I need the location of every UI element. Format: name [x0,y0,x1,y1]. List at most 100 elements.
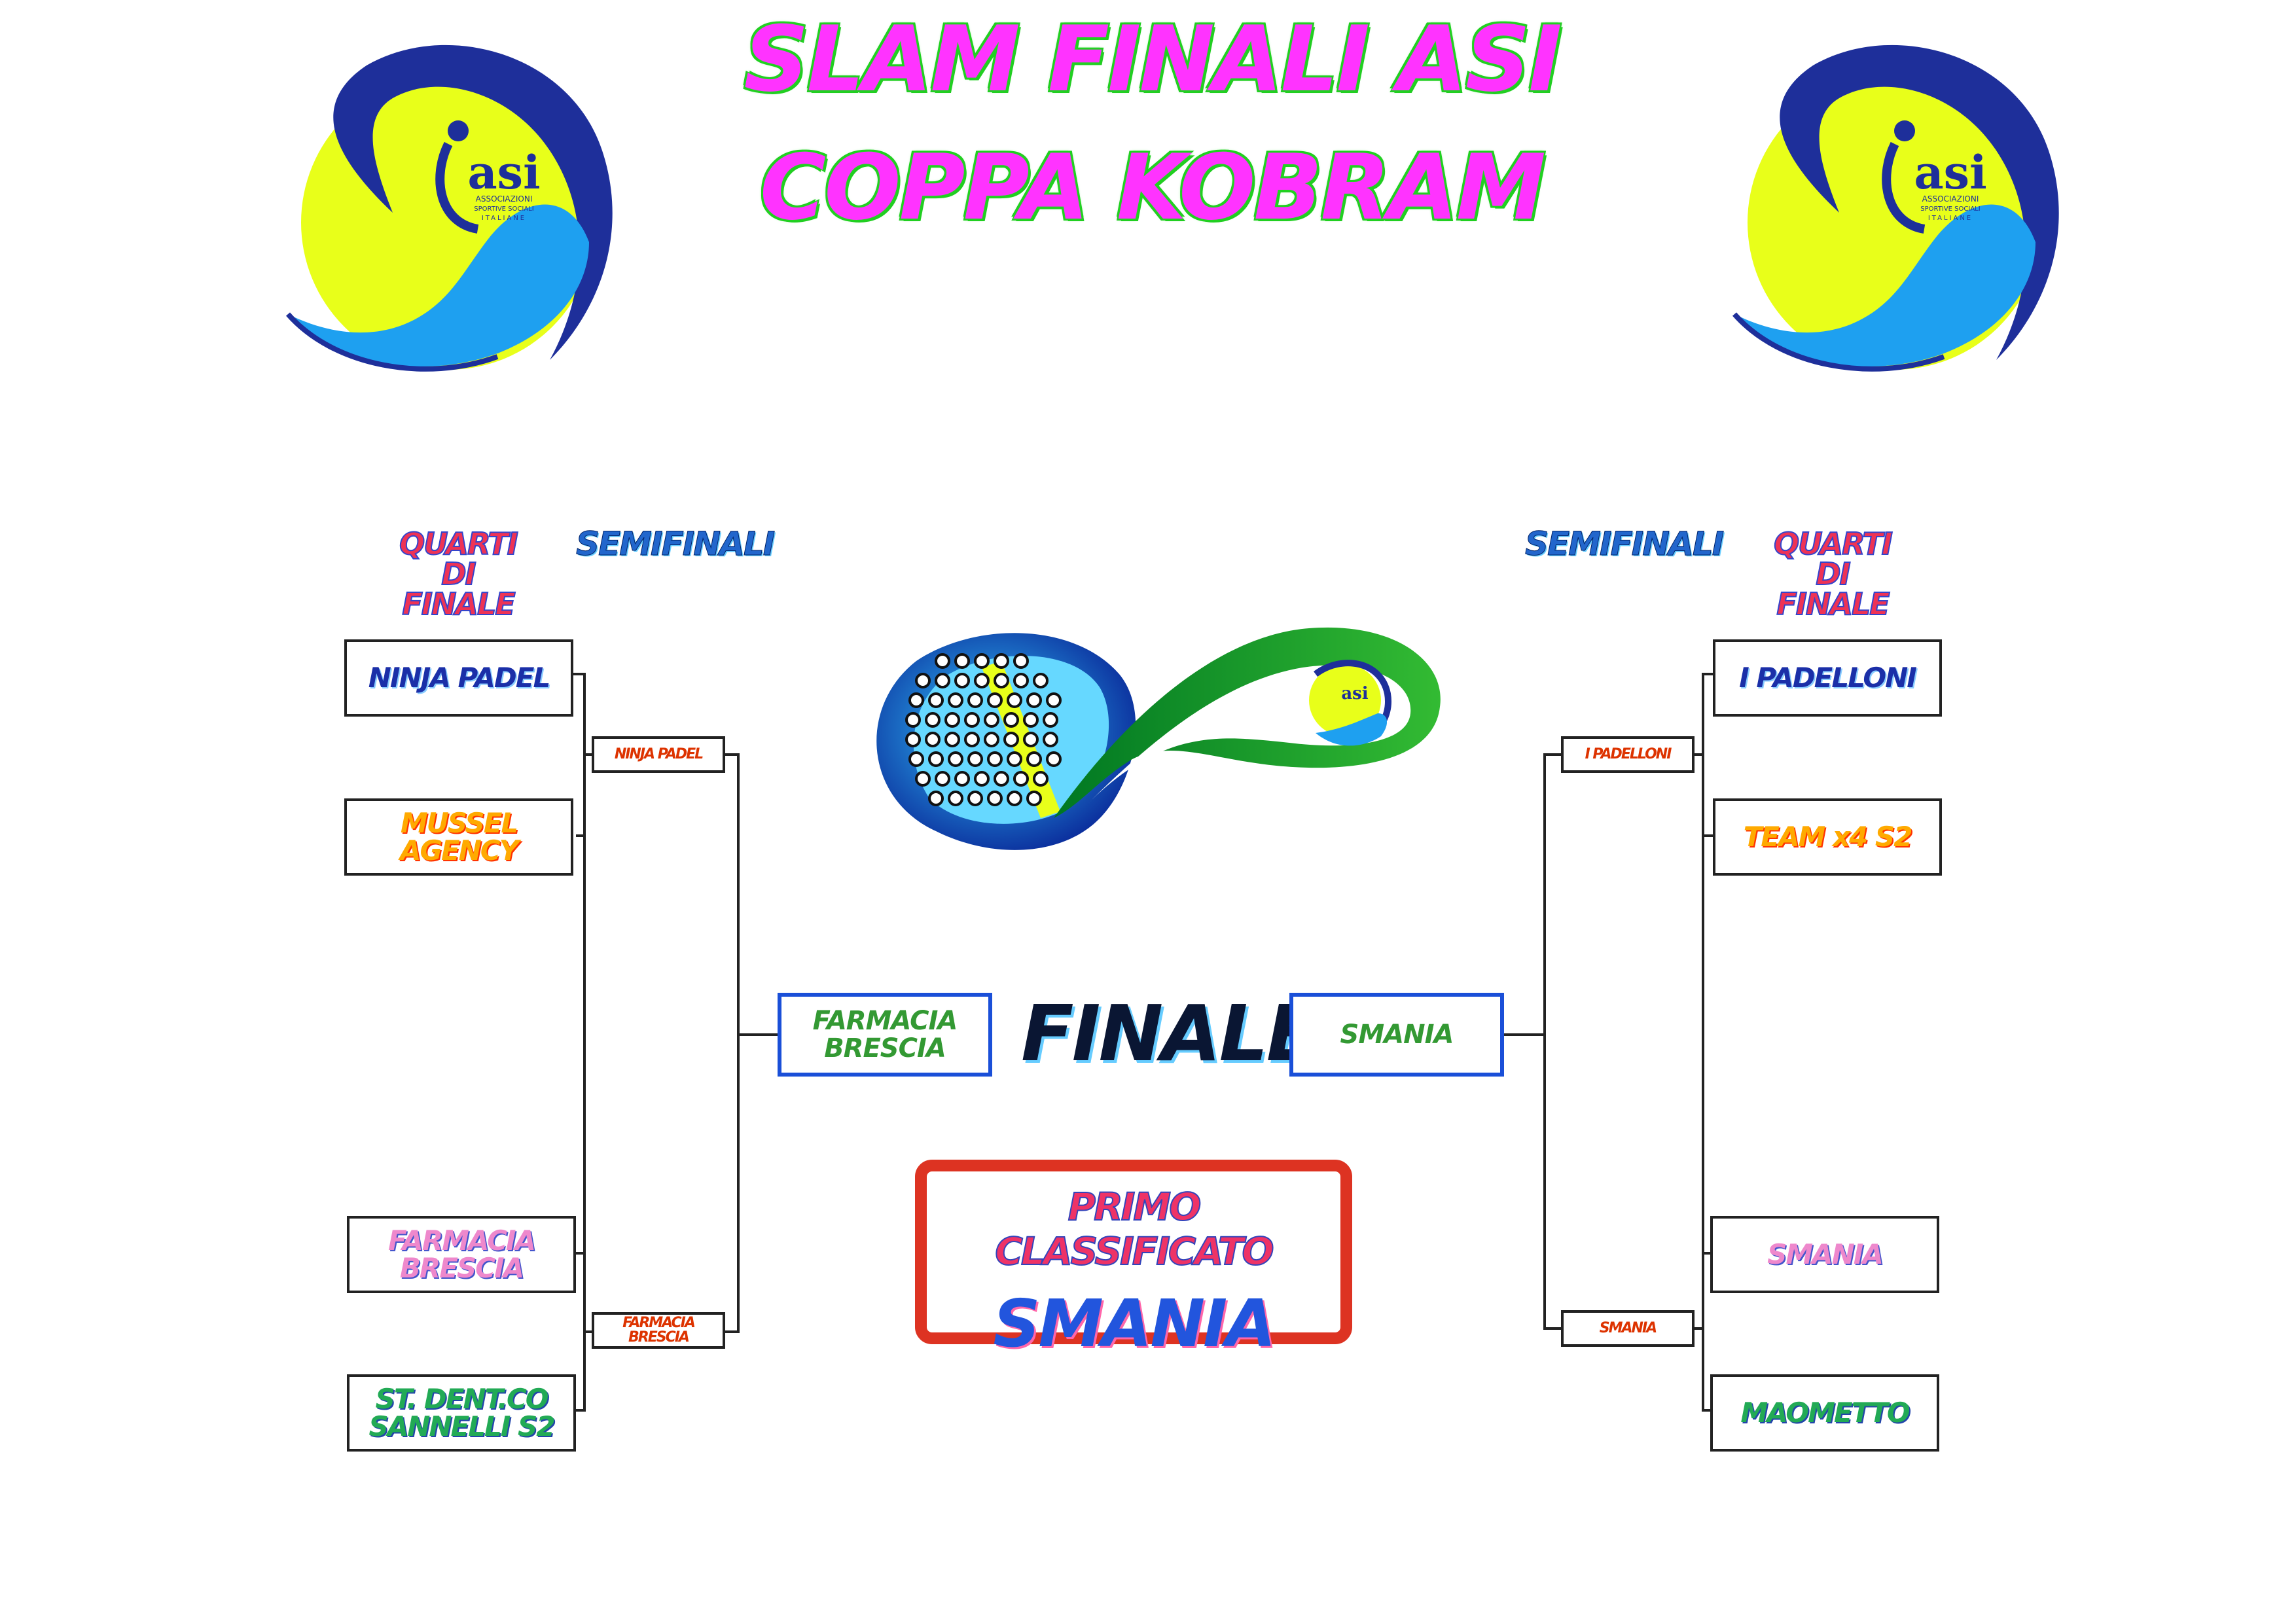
racket-hole [967,692,983,708]
padel-racket-holes [905,653,1062,806]
racket-hole [974,771,990,787]
racket-hole [905,732,921,747]
quarti-heading-right-line2: DI [1815,556,1851,592]
racket-hole [915,673,931,688]
quarti-heading-right-line1: QUARTI [1773,526,1893,562]
right-quarter-3: SMANIA [1710,1216,1939,1293]
padel-logo: asi [876,627,1441,850]
right-semi-1: I PADELLONI [1561,736,1695,773]
racket-hole [1003,712,1019,728]
racket-hole [905,712,921,728]
racket-hole [984,732,999,747]
racket-hole [1007,692,1022,708]
racket-hole [928,692,944,708]
racket-hole [948,692,963,708]
quarti-heading-left-line1: QUARTI [399,526,519,562]
racket-hole [925,712,941,728]
left-semi-1: NINJA PADEL [592,736,725,773]
racket-hole [935,771,950,787]
left-semi-2: FARMACIA BRESCIA [592,1312,725,1349]
quarti-heading-right-line3: FINALE [1776,586,1890,622]
quarti-heading-left-line3: FINALE [401,586,516,622]
racket-hole [935,673,950,688]
racket-hole [954,771,970,787]
left-quarter-1: NINJA PADEL [344,639,573,717]
racket-hole [987,751,1003,767]
racket-hole [928,791,944,806]
left-quarter-2: MUSSEL AGENCY [344,798,573,876]
racket-hole [948,791,963,806]
racket-hole [964,732,980,747]
asi-logo-sub1-right: ASSOCIAZIONI [1922,194,1979,204]
quarti-heading-left: QUARTI DI FINALE [386,526,530,622]
racket-hole [974,653,990,669]
asi-logo-sub2-right: SPORTIVE SOCIALI [1920,205,1980,213]
racket-hole [974,673,990,688]
asi-logo-sub1-left: ASSOCIAZIONI [476,194,533,204]
quarti-heading-right: QUARTI DI FINALE [1761,526,1905,622]
semifinali-heading-left: SEMIFINALI [576,525,776,563]
racket-hole [1033,771,1049,787]
racket-hole [948,751,963,767]
racket-hole [1007,751,1022,767]
racket-hole [1026,751,1042,767]
racket-hole [954,673,970,688]
right-finalist: SMANIA [1289,993,1504,1077]
racket-hole [1043,712,1058,728]
racket-hole [944,712,960,728]
right-semi-2: SMANIA [1561,1310,1695,1347]
racket-hole [967,791,983,806]
racket-hole [967,751,983,767]
racket-hole [1026,692,1042,708]
asi-logo-sub2-left: SPORTIVE SOCIALI [474,205,533,213]
racket-hole [908,751,924,767]
title-line-1: SLAM FINALI ASI [744,7,1562,112]
asi-logo-text-right: asi [1914,145,1986,200]
winner-name: SMANIA [993,1285,1276,1362]
racket-hole [1007,791,1022,806]
racket-hole [1003,732,1019,747]
winner-label: PRIMO CLASSIFICATO [994,1184,1274,1274]
racket-hole [994,673,1009,688]
racket-hole [1046,692,1062,708]
right-quarter-4: MAOMETTO [1710,1374,1939,1452]
racket-hole [1046,751,1062,767]
racket-hole [1026,791,1042,806]
racket-hole [984,712,999,728]
asi-logo-right: asi ASSOCIAZIONI SPORTIVE SOCIALI ITALIA… [1732,45,2059,372]
racket-hole [1043,732,1058,747]
semifinali-heading-right: SEMIFINALI [1525,525,1725,563]
racket-hole [1013,771,1029,787]
racket-hole [964,712,980,728]
racket-hole [1023,732,1039,747]
right-quarter-1: I PADELLONI [1713,639,1942,717]
racket-hole [954,653,970,669]
racket-hole [935,653,950,669]
racket-hole [915,771,931,787]
racket-hole [994,653,1009,669]
asi-logo-left: asi ASSOCIAZIONI SPORTIVE SOCIALI ITALIA… [285,45,613,372]
racket-hole [925,732,941,747]
finale-label: FINALE [1021,988,1319,1079]
title-line-2: COPPA KOBRAM [759,135,1546,240]
racket-hole [908,692,924,708]
racket-hole [1013,673,1029,688]
racket-hole [1013,653,1029,669]
left-quarter-4: ST. DENT.CO SANNELLI S2 [347,1374,576,1452]
racket-hole [987,791,1003,806]
asi-logo-sub3-left: ITALIANE [482,215,526,222]
racket-hole [994,771,1009,787]
padel-logo-asi-text: asi [1341,684,1368,704]
asi-logo-sub3-right: ITALIANE [1928,215,1973,222]
right-quarter-2: TEAM x4 S2 [1713,798,1942,876]
racket-hole [987,692,1003,708]
racket-hole [944,732,960,747]
racket-hole [1023,712,1039,728]
left-finalist: FARMACIA BRESCIA [778,993,992,1077]
racket-hole [1033,673,1049,688]
racket-hole [928,751,944,767]
quarti-heading-left-line2: DI [440,556,476,592]
left-quarter-3: FARMACIA BRESCIA [347,1216,576,1293]
winner-box: PRIMO CLASSIFICATO SMANIA [915,1160,1352,1362]
